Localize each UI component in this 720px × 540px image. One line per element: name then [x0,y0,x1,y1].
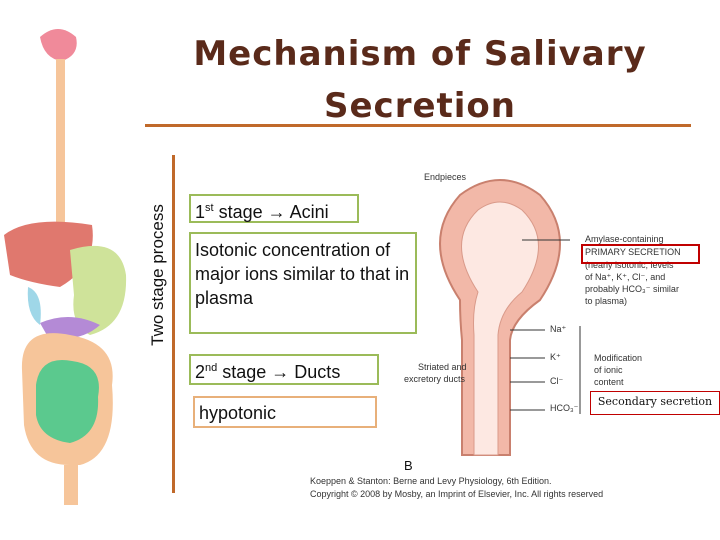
rectum-shape [64,465,78,505]
label-endpieces: Endpieces [424,172,467,182]
primary-secretion-highlight [581,244,700,264]
stage1-ordinal: 1 [195,202,206,222]
label-na: Na⁺ [550,324,567,334]
label-striated-1: Striated and [418,362,467,372]
digestive-system-illustration [4,29,127,505]
mouth-shape [40,29,77,61]
label-hco3: HCO₃⁻ [550,403,579,413]
stage2-sup: nd [205,362,218,374]
credit-line-1: Koeppen & Stanton: Berne and Levy Physio… [310,476,552,486]
label-mod-3: content [594,377,624,387]
esophagus-shape [56,59,65,249]
stage1-text: stage → Acini [213,202,329,222]
acinus-lumen [461,201,539,456]
stage2-text: stage → Ducts [217,362,341,382]
label-primary-4: of Na⁺, K⁺, Cl⁻, and [585,272,666,282]
salivary-gland-diagram [439,179,581,456]
label-primary-2: PRIMARY SECRETION [585,247,681,257]
label-striated-2: excretory ducts [404,374,466,384]
secondary-secretion-label: Secondary secretion [590,391,720,415]
label-primary-3: (nearly isotonic; levels [585,260,674,270]
label-cl: Cl⁻ [550,376,564,386]
gallbladder-shape [27,287,41,325]
label-mod-1: Modification [594,353,643,363]
label-mod-2: of ionic [594,365,623,375]
stage2-ordinal: 2 [195,362,206,382]
title-underline [145,124,691,127]
stomach-shape [70,245,127,335]
stage2-description: hypotonic [193,396,377,428]
pancreas-shape [40,316,100,339]
side-label-text: Two stage process [148,204,167,346]
stage1-box: 1st stage → Acini [189,194,359,223]
side-label: Two stage process [146,156,170,394]
label-primary-6: to plasma) [585,296,628,306]
liver-shape [4,221,93,287]
stage1-sup: st [205,202,214,214]
page-title: Mechanism of Salivary Secretion [193,34,647,126]
panel-letter: B [404,458,413,473]
small-intestine-shape [36,360,99,443]
label-k: K⁺ [550,352,561,362]
label-primary-5: probably HCO₃⁻ similar [585,284,679,294]
credit-line-2: Copyright © 2008 by Mosby, an Imprint of… [310,489,604,499]
label-primary-1: Amylase-containing [585,234,664,244]
stage1-description: Isotonic concentration of major ions sim… [189,232,417,334]
vertical-divider [172,155,175,493]
stage2-box: 2nd stage → Ducts [189,354,379,385]
